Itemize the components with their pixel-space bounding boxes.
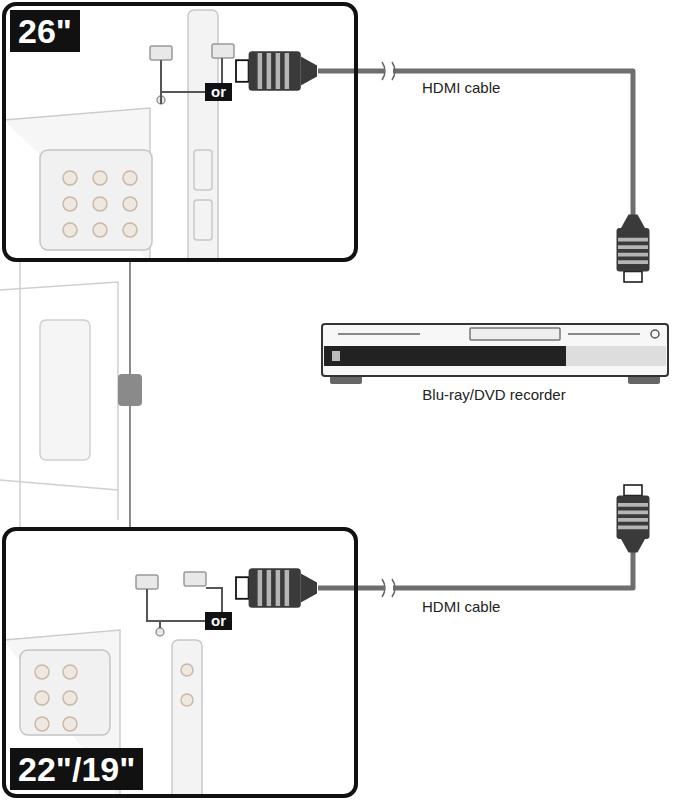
or-tag: or xyxy=(205,612,232,630)
tv-back-panel xyxy=(184,572,206,586)
cable-clip xyxy=(118,374,142,406)
recorder-device: Blu-ray/DVD recorder xyxy=(320,282,676,485)
tv-back-panel xyxy=(93,197,107,211)
tv-body-sketch xyxy=(40,320,90,460)
tv-back-panel xyxy=(123,197,137,211)
hdmi-plug xyxy=(236,568,317,608)
tv-back-panel xyxy=(35,691,49,705)
tv-back-panel xyxy=(194,200,212,240)
tv-back-panel xyxy=(194,150,212,190)
recorder-device xyxy=(568,333,640,335)
hdmi-cable xyxy=(358,71,633,282)
tv-back-panel xyxy=(181,664,193,676)
hdmi-plug xyxy=(617,485,650,553)
cable-break xyxy=(382,62,395,80)
tv-back-panel xyxy=(4,572,356,796)
tv-back-panel xyxy=(123,171,137,185)
tv-body-sketch xyxy=(0,262,118,527)
tv-back-panel xyxy=(63,691,77,705)
device-label: Blu-ray/DVD recorder xyxy=(320,386,668,404)
or-tag: or xyxy=(205,83,232,101)
tv-back-panel xyxy=(63,223,77,237)
tv-back-panel xyxy=(63,665,77,679)
cable-label: HDMI cable xyxy=(420,79,502,97)
tv-body-sketch xyxy=(19,262,21,527)
recorder-device xyxy=(651,330,659,338)
recorder-device xyxy=(322,324,668,376)
tv-back-panel xyxy=(40,150,152,250)
tv-back-panel xyxy=(63,717,77,731)
tv-back-panel xyxy=(150,46,172,60)
tv-back-panel xyxy=(4,10,356,260)
recorder-device xyxy=(322,324,668,384)
size-label: 22"/19" xyxy=(10,748,143,790)
cable-label: HDMI cable xyxy=(420,598,502,616)
tv-body-sketch xyxy=(0,282,118,520)
tv-inset: 26" xyxy=(2,2,358,262)
tv-back-panel xyxy=(136,575,158,589)
recorder-device xyxy=(566,346,666,366)
tv-back-panel xyxy=(63,171,137,237)
recorder-device xyxy=(470,328,560,340)
recorder-device xyxy=(338,333,420,335)
hdmi-plug xyxy=(236,51,317,91)
recorder-device xyxy=(332,351,340,361)
tv-back-panel xyxy=(212,44,234,58)
recorder-device xyxy=(324,346,666,366)
tv-back-panel xyxy=(123,223,137,237)
tv-back-panel xyxy=(156,628,164,636)
hdmi-cable xyxy=(358,485,633,588)
tv-back-panel xyxy=(93,223,107,237)
tv-inset: 22"/19" xyxy=(2,527,358,798)
tv-back-panel xyxy=(172,640,202,796)
tv-back-panel xyxy=(93,171,107,185)
tv-back-panel xyxy=(35,665,77,731)
tv-body-sketch xyxy=(0,480,118,490)
tv-back-panel xyxy=(63,197,77,211)
tv-back-panel xyxy=(63,171,77,185)
cable-break xyxy=(382,579,395,597)
size-label: 26" xyxy=(10,10,80,52)
tv-back-panel xyxy=(35,717,49,731)
tv-back-panel xyxy=(35,665,49,679)
cable-break xyxy=(382,62,395,597)
hdmi-plug xyxy=(617,215,650,283)
tv-back-panel xyxy=(181,694,193,706)
tv-back-panel xyxy=(318,586,356,591)
tv-back-panel xyxy=(318,69,356,74)
tv-back-panel xyxy=(20,650,110,735)
